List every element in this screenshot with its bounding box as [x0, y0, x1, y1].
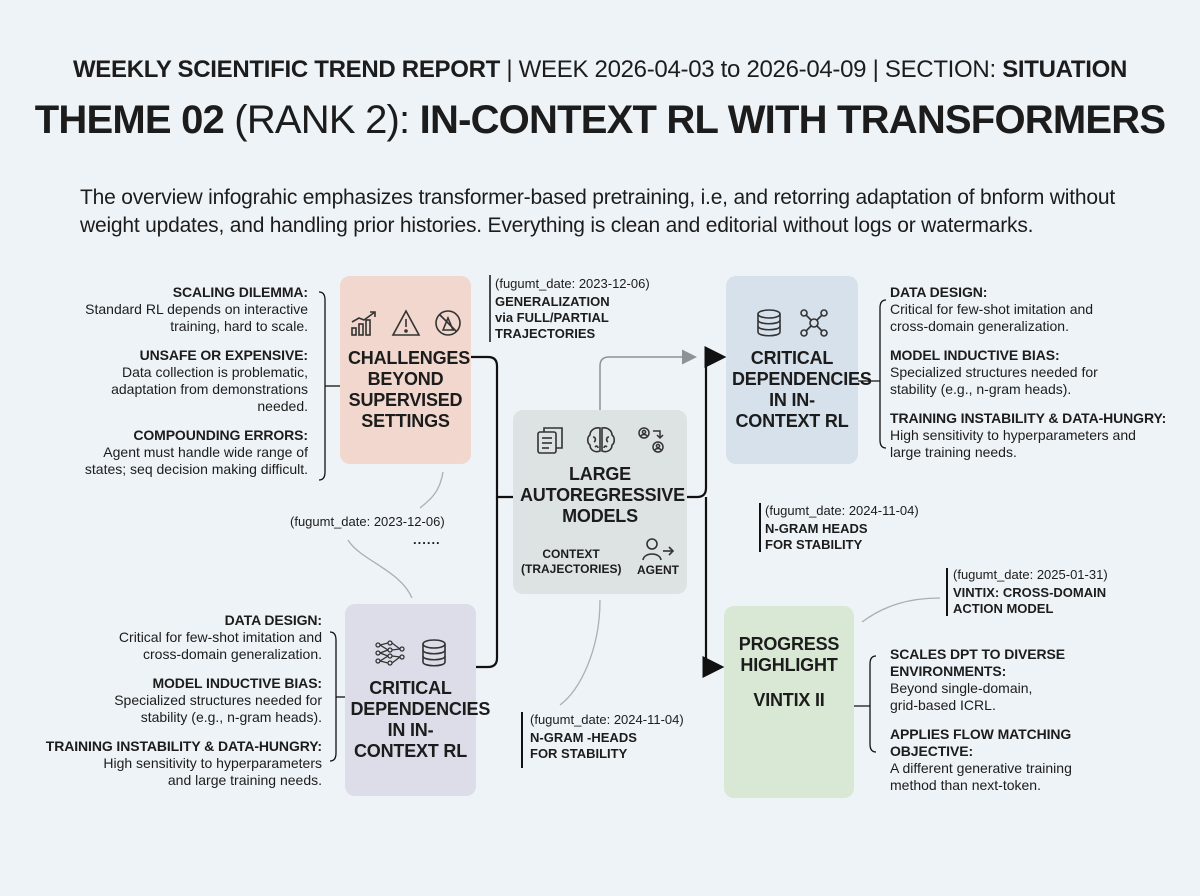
dependency-heading: DATA DESIGN:: [224, 612, 322, 628]
challenge-text: Standard RL depends on interactive train…: [85, 301, 308, 334]
dependency-text: Specialized structures needed for stabil…: [114, 692, 322, 725]
challenge-heading: UNSAFE OR EXPENSIVE:: [139, 347, 308, 363]
vintix-date: (fugumt_date: 2025-01-31): [953, 567, 1108, 582]
progress-heading: SCALES DPT TO DIVERSE ENVIRONMENTS:: [890, 646, 1066, 679]
progress-text: Beyond single-domain, grid-based ICRL.: [890, 680, 1033, 713]
challenge-heading: SCALING DILEMMA:: [172, 284, 308, 300]
progress-title: PROGRESS HIGHLIGHT: [738, 634, 840, 675]
neural-net-icon: [374, 640, 405, 666]
report-name: WEEKLY SCIENTIFIC TREND REPORT: [72, 56, 500, 83]
deps-bottom-icons: [374, 638, 448, 668]
deps-top-title: CRITICAL DEPENDENCIES IN IN-CONTEXT RL: [732, 348, 872, 431]
challenges-icons: [349, 308, 463, 338]
center-icons: [534, 424, 666, 456]
deps-top-box: CRITICAL DEPENDENCIES IN IN-CONTEXT RL: [726, 276, 872, 464]
dependency-heading: TRAINING INSTABILITY & DATA-HUNGRY:: [45, 738, 322, 754]
dependency-heading: DATA DESIGN:: [890, 284, 988, 300]
network-icon: [800, 309, 828, 337]
brain-icon: [586, 427, 616, 453]
report-week: | WEEK 2026-04-03 to 2026-04-09 | SECTIO…: [506, 56, 1003, 83]
progress-subtitle: VINTIX II: [753, 690, 825, 710]
generalization-heading: GENERALIZATION: [495, 294, 610, 309]
deps-bottom-title: CRITICAL DEPENDENCIES IN IN-CONTEXT RL: [350, 678, 491, 761]
vintix-tag-text: VINTIX: CROSS-DOMAIN ACTION MODEL: [953, 585, 1107, 616]
center-box: LARGE AUTOREGRESSIVE MODELS CONTEXT (TRA…: [513, 410, 687, 594]
loose-date: (fugumt_date: 2023-12-06): [290, 514, 445, 529]
dependency-heading: MODEL INDUCTIVE BIAS:: [890, 347, 1060, 363]
report-section: SITUATION: [1002, 56, 1128, 83]
report-header: WEEKLY SCIENTIFIC TREND REPORT | WEEK 20…: [0, 56, 1200, 84]
challenges-notes: SCALING DILEMMA: Standard RL depends on …: [80, 284, 308, 490]
theme-number: THEME 02: [34, 98, 225, 142]
ngram-right-date: (fugumt_date: 2024-11-04): [765, 503, 919, 518]
ngram-bottom-date: (fugumt_date: 2024-11-04): [530, 712, 684, 727]
intro-text: The overview infograhic emphasizes trans…: [80, 186, 1115, 237]
deps-bottom-notes: DATA DESIGN: Critical for few-shot imita…: [30, 612, 322, 801]
challenge-text: Agent must handle wide range of states; …: [84, 444, 308, 477]
theme-topic: IN-CONTEXT RL WITH TRANSFORMERS: [419, 98, 1166, 142]
dependency-heading: TRAINING INSTABILITY & DATA-HUNGRY:: [890, 410, 1167, 426]
center-title: LARGE AUTOREGRESSIVE MODELS: [520, 464, 685, 526]
dependency-text: Specialized structures needed for stabil…: [890, 364, 1098, 397]
warning-icon: [391, 309, 420, 336]
challenge-heading: COMPOUNDING ERRORS:: [133, 427, 308, 443]
progress-heading: APPLIES FLOW MATCHING OBJECTIVE:: [890, 726, 1072, 759]
agent-exchange-icon: [638, 427, 664, 453]
ngram-bottom-text: N-GRAM -HEADS FOR STABILITY: [530, 730, 637, 761]
theme-rank: (RANK 2):: [223, 98, 420, 142]
context-label: CONTEXT (TRAJECTORIES): [521, 547, 622, 576]
documents-icon: [537, 427, 563, 454]
database-icon: [421, 639, 446, 667]
deps-bottom-box: CRITICAL DEPENDENCIES IN IN-CONTEXT RL: [345, 604, 491, 796]
ellipsis-marker: ......: [413, 532, 441, 547]
dependency-text: Critical for few-shot imitation and cros…: [890, 301, 1094, 334]
dependency-text: High sensitivity to hyperparameters and …: [890, 427, 1136, 460]
ngram-right-text: N-GRAM HEADS FOR STABILITY: [765, 521, 868, 552]
progress-box: PROGRESS HIGHLIGHT VINTIX II: [724, 606, 854, 798]
agent-label: AGENT: [637, 563, 679, 577]
growth-chart-icon: [350, 311, 376, 336]
dependency-text: Critical for few-shot imitation and cros…: [118, 629, 322, 662]
dependency-text: High sensitivity to hyperparameters and …: [103, 755, 322, 788]
challenge-text: Data collection is problematic, adaptati…: [111, 364, 308, 414]
generalization-date: (fugumt_date: 2023-12-06): [495, 276, 650, 291]
database-icon: [757, 309, 781, 337]
deps-top-notes: DATA DESIGN: Critical for few-shot imita…: [890, 284, 1180, 473]
generalization-annotation: (fugumt_date: 2023-12-06) GENERALIZATION…: [495, 276, 665, 342]
no-hazard-icon: [434, 310, 461, 336]
agent-icon: [642, 538, 675, 561]
ngram-bottom-annotation: (fugumt_date: 2024-11-04) N-GRAM -HEADS …: [530, 712, 690, 762]
generalization-text: via FULL/PARTIAL TRAJECTORIES: [495, 310, 609, 341]
deps-top-icons: [755, 308, 829, 338]
progress-text: A different generative training method t…: [890, 760, 1072, 793]
challenges-box: CHALLENGES BEYOND SUPERVISED SETTINGS: [340, 276, 471, 464]
challenges-title: CHALLENGES BEYOND SUPERVISED SETTINGS: [348, 348, 471, 431]
center-footer: CONTEXT (TRAJECTORIES) AGENT: [521, 537, 679, 577]
ngram-right-annotation: (fugumt_date: 2024-11-04) N-GRAM HEADS F…: [765, 503, 925, 553]
page-title: THEME 02 (RANK 2): IN-CONTEXT RL WITH TR…: [0, 98, 1200, 143]
agent-group: AGENT: [637, 537, 679, 577]
progress-notes: SCALES DPT TO DIVERSE ENVIRONMENTS: Beyo…: [890, 646, 1110, 806]
dependency-heading: MODEL INDUCTIVE BIAS:: [152, 675, 322, 691]
vintix-tag: (fugumt_date: 2025-01-31) VINTIX: CROSS-…: [953, 567, 1123, 617]
